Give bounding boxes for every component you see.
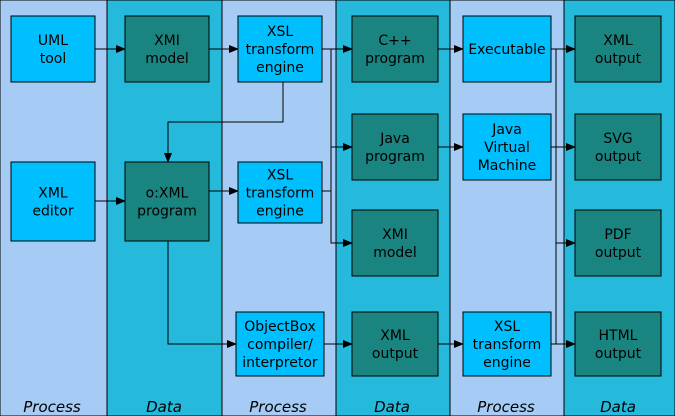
node-label-jvm-line-3: Machine	[478, 158, 537, 174]
swimlane-label-1: Process	[23, 398, 81, 416]
swimlane-label-3: Process	[249, 398, 307, 416]
node-label-xsl-engine-1-line-2: transform	[246, 42, 315, 58]
node-xml-editor: XML editor	[10, 161, 96, 242]
node-box-svg-output	[574, 113, 662, 181]
node-label-xml-editor-line-2: editor	[32, 204, 73, 220]
node-java-program: Java program	[351, 113, 439, 181]
node-label-xml-output-1-line-1: XML	[380, 328, 410, 344]
node-xmi-model-1: XMI model	[124, 15, 210, 83]
node-uml-tool: UML tool	[10, 15, 96, 83]
node-label-svg-output-line-2: output	[595, 149, 642, 165]
node-label-xsl-engine-1-line-3: engine	[256, 60, 304, 76]
node-label-java-program-line-2: program	[365, 149, 425, 165]
node-label-xmi-model-1-line-2: model	[145, 51, 189, 67]
node-box-java-program	[351, 113, 439, 181]
node-label-xmi-model-2-line-1: XMI	[382, 227, 408, 243]
node-label-oxml-program-line-2: program	[137, 204, 197, 220]
node-xsl-engine-3: XSL transform engine	[462, 311, 552, 377]
node-box-xsl-engine-1	[237, 15, 323, 83]
node-box-xmi-model-2	[351, 209, 439, 277]
node-label-jvm-line-1: Java	[491, 122, 522, 138]
node-label-html-output-line-2: output	[595, 346, 642, 362]
node-label-xsl-engine-3-line-2: transform	[473, 337, 542, 353]
node-label-xml-editor-line-1: XML	[38, 186, 68, 202]
node-objectbox: ObjectBox compiler/interpretor	[235, 311, 325, 377]
node-label-java-program-line-1: Java	[379, 131, 410, 147]
node-label-html-output-line-1: HTML	[599, 328, 638, 344]
node-svg-output: SVG output	[574, 113, 662, 181]
node-label-pdf-output-line-2: output	[595, 245, 642, 261]
edge-oxml-to-objectbox	[167, 241, 237, 348]
node-label-xmi-model-1-line-1: XMI	[154, 33, 180, 49]
node-box-uml-tool	[10, 15, 96, 83]
node-box-pdf-output	[574, 209, 662, 277]
node-box-html-output	[574, 311, 662, 377]
node-label-objectbox-line-1: ObjectBox	[244, 319, 316, 335]
node-pdf-output: PDF output	[574, 209, 662, 277]
node-label-xml-output-2-line-2: output	[595, 51, 642, 67]
node-executable: Executable	[462, 15, 552, 83]
node-xml-output-1: XML output	[351, 311, 439, 377]
node-label-jvm-line-2: Virtual	[484, 140, 530, 156]
node-label-xml-output-2-line-1: XML	[603, 33, 633, 49]
node-box-xsl-engine-2	[237, 161, 323, 224]
node-label-cpp-program-line-2: program	[365, 51, 425, 67]
node-box-objectbox	[235, 311, 325, 377]
node-box-oxml-program	[124, 161, 210, 242]
node-label-objectbox-line-2: compiler/	[247, 337, 313, 353]
node-label-xsl-engine-2-line-3: engine	[256, 204, 304, 220]
node-box-xmi-model-1	[124, 15, 210, 83]
node-box-jvm	[462, 113, 552, 181]
node-box-xml-output-1	[351, 311, 439, 377]
node-label-uml-tool-line-2: tool	[40, 51, 67, 67]
node-oxml-program: o:XML program	[124, 161, 210, 242]
node-box-cpp-program	[351, 15, 439, 83]
node-xsl-engine-2: XSL transform engine	[237, 161, 323, 224]
node-label-xmi-model-2-line-2: model	[373, 245, 417, 261]
node-xml-output-2: XML output	[574, 15, 662, 83]
node-label-objectbox-line-3: interpretor	[242, 355, 318, 371]
node-label-pdf-output-line-1: PDF	[604, 227, 631, 243]
node-box-xml-output-2	[574, 15, 662, 83]
node-label-xml-output-1-line-2: output	[372, 346, 419, 362]
node-label-xsl-engine-2-line-2: transform	[246, 186, 315, 202]
node-label-xsl-engine-2-line-1: XSL	[267, 168, 293, 184]
node-html-output: HTML output	[574, 311, 662, 377]
swimlane-label-5: Process	[477, 398, 535, 416]
node-label-oxml-program-line-1: o:XML	[146, 186, 189, 202]
node-box-executable	[462, 15, 552, 83]
swimlane-label-6: Data	[600, 398, 636, 416]
node-label-executable-line-1: Executable	[468, 42, 545, 58]
node-label-xsl-engine-1-line-1: XSL	[267, 24, 293, 40]
node-label-svg-output-line-1: SVG	[603, 131, 632, 147]
node-xmi-model-2: XMI model	[351, 209, 439, 277]
node-box-xsl-engine-3	[462, 311, 552, 377]
edge-xsl1-to-oxml	[164, 82, 284, 163]
edge-xsl1-to-xmi2	[330, 147, 353, 247]
swimlane-label-4: Data	[374, 398, 410, 416]
node-label-xsl-engine-3-line-1: XSL	[494, 319, 520, 335]
node-label-xsl-engine-3-line-3: engine	[483, 355, 531, 371]
node-cpp-program: C++ program	[351, 15, 439, 83]
swimlane-label-2: Data	[146, 398, 182, 416]
node-box-xml-editor	[10, 161, 96, 242]
node-xsl-engine-1: XSL transform engine	[237, 15, 323, 83]
node-label-uml-tool-line-1: UML	[38, 33, 68, 49]
node-label-cpp-program-line-1: C++	[378, 33, 411, 49]
